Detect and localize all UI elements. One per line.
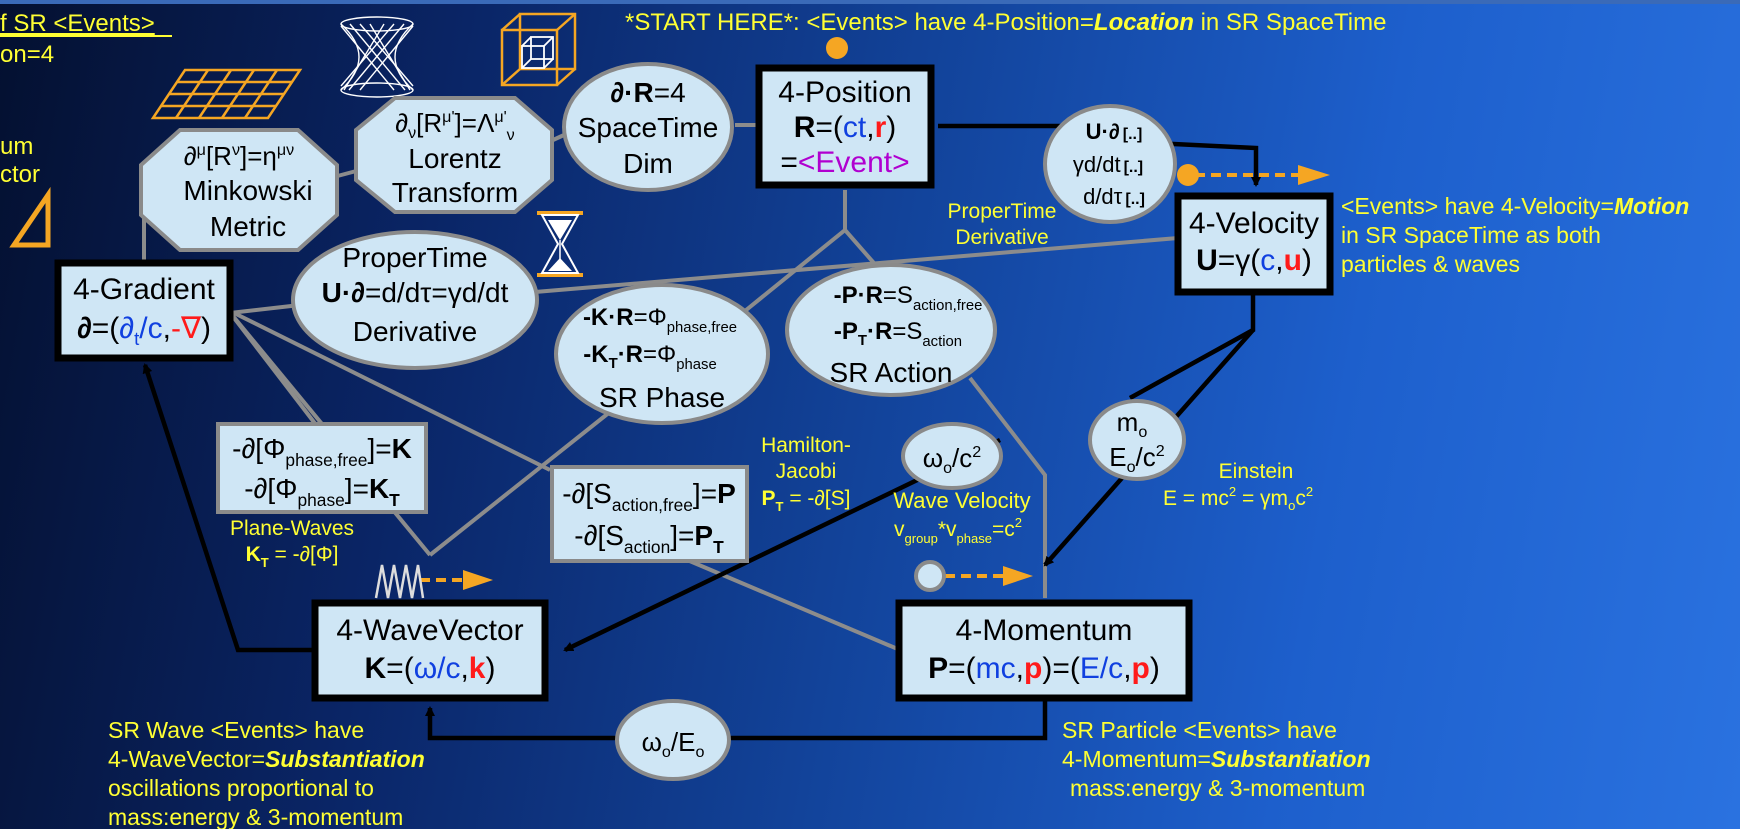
- top-strip: [0, 0, 1740, 4]
- svg-text:R=(ct,r): R=(ct,r): [794, 111, 897, 144]
- wave-velocity-label: Wave Velocity: [893, 488, 1030, 513]
- svg-text:-P·R=Saction,free: -P·R=Saction,free: [834, 282, 983, 314]
- einstein-equation: E = mc2 = γmoc2: [1163, 484, 1313, 513]
- mass-oval: mo Eo/c2: [1088, 399, 1186, 481]
- svg-text:∂=(∂t/c,-∇): ∂=(∂t/c,-∇): [77, 312, 211, 349]
- svg-text:γd/dt[..]: γd/dt[..]: [1073, 152, 1143, 177]
- svg-text:=<Event>: =<Event>: [780, 146, 909, 179]
- four-wavevector-box: 4-WaveVector K=(ω/c,k): [311, 599, 549, 702]
- omega-e-oval: ωo/Eo: [615, 699, 731, 781]
- svg-text:Derivative: Derivative: [353, 316, 477, 347]
- lorentz-octagon: ∂ν[Rμ']=Λμ'ν Lorentz Transform: [354, 96, 554, 214]
- svg-text:ωo/Eo: ωo/Eo: [642, 727, 705, 761]
- four-position-box: 4-Position R=(ct,r) =<Event>: [755, 64, 935, 189]
- svg-text:d/dτ[..]: d/dτ[..]: [1083, 184, 1145, 209]
- svg-text:U=γ(c,u): U=γ(c,u): [1196, 244, 1312, 277]
- dot-icon: [826, 37, 848, 59]
- svg-text:-KT·R=Φphase: -KT·R=Φphase: [583, 341, 716, 373]
- svg-text:4-Momentum: 4-Momentum: [956, 614, 1133, 647]
- svg-text:-K·R=Φphase,free: -K·R=Φphase,free: [583, 304, 737, 336]
- propertime-oval: ProperTime U·∂=d/dτ=γd/dt Derivative: [291, 230, 539, 370]
- phase-oval: -K·R=Φphase,free -KT·R=Φphase SR Phase: [554, 283, 770, 425]
- ring-icon: [914, 560, 946, 592]
- svg-text:∂μ[Rν]=ημν: ∂μ[Rν]=ημν: [184, 141, 294, 171]
- wave-icon: [374, 564, 425, 599]
- four-momentum-box: 4-Momentum P=(mc,p)=(E/c,p): [895, 599, 1193, 702]
- svg-text:SpaceTime: SpaceTime: [578, 112, 719, 143]
- left-label-2: ctor: [0, 161, 40, 188]
- left-label-1: um: [0, 133, 33, 160]
- hamilton-label: Hamilton-: [761, 434, 851, 457]
- action-oval: -P·R=Saction,free -PT·R=Saction SR Actio…: [785, 263, 997, 397]
- velocity-description-3: particles & waves: [1341, 251, 1520, 277]
- svg-text:Lorentz: Lorentz: [408, 143, 501, 174]
- topleft-title: f SR <Events>: [0, 10, 155, 37]
- svg-text:4-WaveVector: 4-WaveVector: [336, 614, 523, 647]
- svg-text:Dim: Dim: [623, 148, 673, 179]
- plane-waves-label: Plane-Waves: [230, 517, 354, 540]
- start-banner: *START HERE*: <Events> have 4-Position=L…: [625, 9, 1386, 36]
- dot-icon: [1177, 164, 1199, 186]
- svg-text:SR Action: SR Action: [830, 357, 953, 388]
- four-velocity-box: 4-Velocity U=γ(c,u): [1174, 192, 1334, 296]
- wave-description-2: 4-WaveVector=Substantiation: [108, 746, 425, 772]
- four-gradient-box: 4-Gradient ∂=(∂t/c,-∇): [54, 259, 234, 362]
- svg-text:-∂[Saction,free]=P: -∂[Saction,free]=P: [562, 478, 736, 515]
- svg-text:mo: mo: [1117, 407, 1148, 441]
- propertime-derivative-label: ProperTime: [948, 200, 1057, 223]
- hyperboloid-icon: [340, 16, 414, 98]
- velocity-description-2: in SR SpaceTime as both: [1341, 222, 1601, 248]
- particle-description-2: 4-Momentum=Substantiation: [1062, 746, 1371, 772]
- svg-text:∂·R=4: ∂·R=4: [610, 77, 685, 108]
- svg-text:4-Gradient: 4-Gradient: [73, 273, 215, 306]
- svg-text:Transform: Transform: [392, 177, 519, 208]
- svg-text:∂ν[Rμ']=Λμ'ν: ∂ν[Rμ']=Λμ'ν: [395, 108, 514, 144]
- svg-text:U·∂[..]: U·∂[..]: [1086, 119, 1143, 144]
- svg-text:-∂[Φphase]=KT: -∂[Φphase]=KT: [244, 473, 400, 510]
- wave-velocity-equation: vgroup*vphase=c2: [894, 515, 1022, 546]
- wave-description: SR Wave <Events> have: [108, 717, 364, 743]
- svg-text:-PT·R=Saction: -PT·R=Saction: [834, 318, 962, 350]
- wave-description-3: oscillations proportional to: [108, 775, 374, 801]
- minkowski-octagon: ∂μ[Rν]=ημν Minkowski Metric: [139, 128, 339, 252]
- hourglass-icon: [537, 211, 583, 277]
- cube-icon: [500, 12, 577, 87]
- udt-oval: U·∂[..] γd/dt[..] d/dτ[..]: [1043, 104, 1177, 224]
- grid-icon: [150, 68, 303, 120]
- svg-text:P=(mc,p)=(E/c,p): P=(mc,p)=(E/c,p): [928, 652, 1160, 685]
- orange-arrows: [420, 165, 1330, 590]
- svg-text:-∂[Saction]=PT: -∂[Saction]=PT: [574, 520, 724, 557]
- plane-waves-equation: KT = -∂[Φ]: [246, 543, 339, 570]
- triangle-icon: [9, 186, 51, 248]
- momentum-gradient-box: -∂[Saction,free]=P -∂[Saction]=PT: [550, 465, 749, 563]
- omega-c2-oval: ωo/c2: [901, 422, 1003, 490]
- svg-text:-∂[Φphase,free]=K: -∂[Φphase,free]=K: [232, 433, 412, 470]
- wave-gradient-box: -∂[Φphase,free]=K -∂[Φphase]=KT: [216, 422, 428, 514]
- svg-text:K=(ω/c,k): K=(ω/c,k): [365, 652, 496, 685]
- svg-text:ProperTime: ProperTime: [342, 242, 487, 273]
- propertime-derivative-label-2: Derivative: [955, 226, 1048, 249]
- svg-text:Minkowski: Minkowski: [183, 175, 312, 206]
- particle-description-3: mass:energy & 3-momentum: [1070, 775, 1365, 801]
- svg-text:Metric: Metric: [210, 211, 286, 242]
- topleft-dim: on=4: [0, 41, 54, 68]
- svg-text:SR Phase: SR Phase: [599, 382, 725, 413]
- wave-description-4: mass:energy & 3-momentum: [108, 804, 403, 829]
- svg-text:4-Velocity: 4-Velocity: [1189, 207, 1319, 240]
- svg-text:ωo/c2: ωo/c2: [923, 443, 982, 477]
- particle-description: SR Particle <Events> have: [1062, 717, 1337, 743]
- svg-text:U·∂=d/dτ=γd/dt: U·∂=d/dτ=γd/dt: [322, 277, 509, 308]
- svg-text:Eo/c2: Eo/c2: [1109, 442, 1165, 476]
- einstein-label: Einstein: [1219, 460, 1294, 483]
- dimension-oval: ∂·R=4 SpaceTime Dim: [562, 62, 734, 192]
- hamilton-equation: PT = -∂[S]: [762, 487, 851, 514]
- svg-text:4-Position: 4-Position: [778, 76, 911, 109]
- hamilton-label-2: Jacobi: [776, 460, 837, 483]
- velocity-description: <Events> have 4-Velocity=Motion: [1341, 193, 1689, 219]
